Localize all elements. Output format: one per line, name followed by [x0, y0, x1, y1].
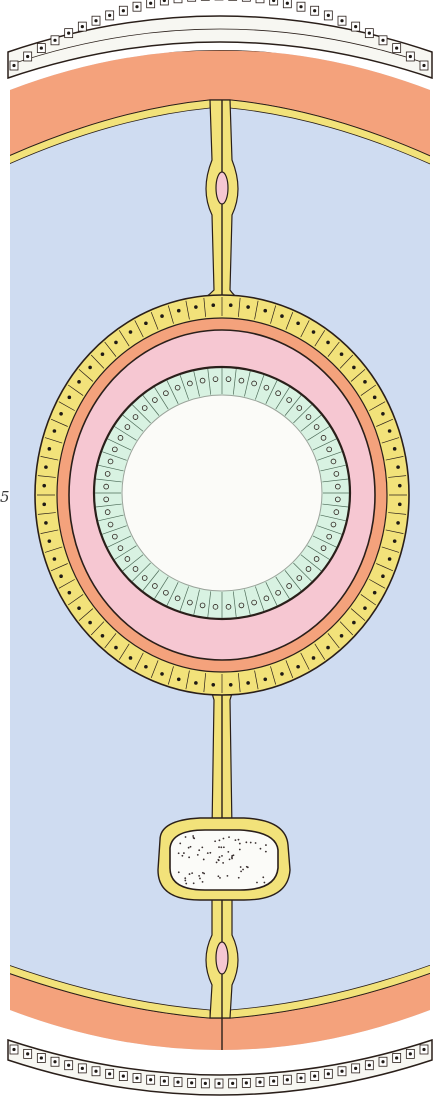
upper-mesentery-vessel: [216, 172, 228, 204]
lower-mesentery-vessel: [216, 942, 228, 974]
side-label: 5: [0, 488, 10, 506]
central-lumen: [122, 395, 322, 591]
central-organ: [35, 295, 409, 695]
lower-dotted-body: [158, 818, 290, 900]
